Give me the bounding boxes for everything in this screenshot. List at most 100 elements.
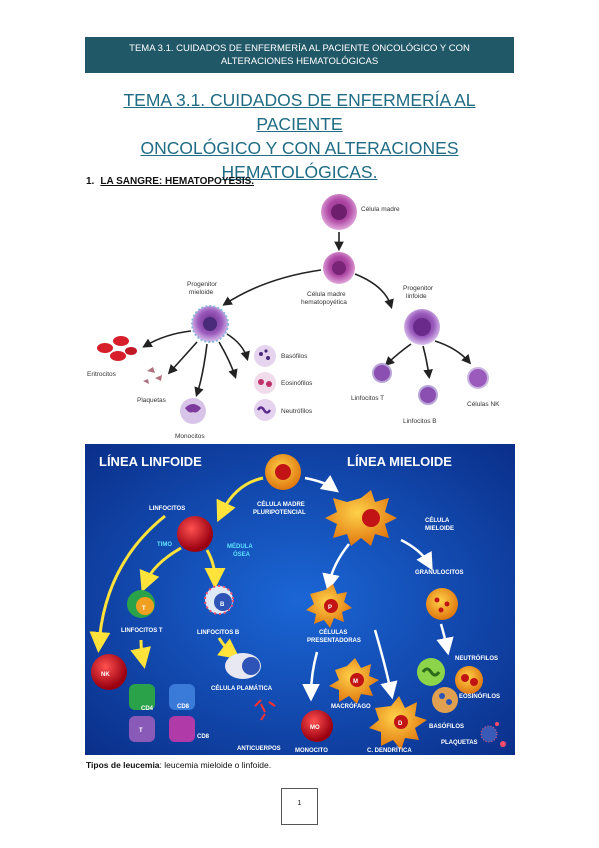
cell-lines-diagram: LÍNEA LINFOIDE LÍNEA MIELOIDE CÉLULA MAD… <box>85 444 515 755</box>
dendritic-cell-nucleus <box>394 715 408 729</box>
basophil <box>254 345 276 367</box>
arrow <box>422 345 433 380</box>
label-eosinofilos: Eosinófilos <box>281 380 313 387</box>
label-celula-plasmatica: CÉLULA PLAMÁTICA <box>211 684 273 692</box>
stem-cell-nucleus <box>331 204 347 220</box>
label-celula-madre: Célula madre <box>361 206 400 213</box>
label-neutrofilos: Neutrófilos <box>281 408 313 415</box>
title-line-2: ONCOLÓGICO Y CON ALTERACIONES <box>140 138 459 158</box>
label-medula-1: MÉDULA <box>227 542 253 550</box>
label-b: B <box>220 602 225 608</box>
arrow <box>222 269 322 306</box>
lymphoid-nucleus <box>413 318 431 336</box>
label-prog-linfoide-2: linfoide <box>406 293 427 300</box>
title-line-1: TEMA 3.1. CUIDADOS DE ENFERMERÍA AL PACI… <box>123 90 476 134</box>
label-cel-presentadoras-1: CÉLULAS <box>319 628 347 636</box>
monocyte <box>301 710 333 742</box>
label-p: P <box>328 605 332 611</box>
presenting-cell-nucleus <box>324 599 338 613</box>
label-prog-linfoide-1: Progenitor <box>403 285 434 292</box>
myeloid-nucleus <box>203 317 217 331</box>
platelets <box>480 722 506 747</box>
arrow <box>194 343 208 398</box>
arrow <box>142 330 192 348</box>
running-header: TEMA 3.1. CUIDADOS DE ENFERMERÍA AL PACI… <box>85 37 514 73</box>
cd8-cell <box>169 684 195 710</box>
basophil <box>432 687 458 713</box>
arrow <box>302 651 320 702</box>
arrow <box>226 333 250 362</box>
arrow <box>217 637 241 660</box>
page-number: 1 <box>281 788 318 825</box>
label-cm-hemato-1: Célula madre <box>307 291 346 298</box>
label-celulas-nk: Células NK <box>467 401 500 408</box>
label-t-cell: T <box>139 728 143 734</box>
arrow <box>218 341 238 380</box>
myeloid-cell-nucleus <box>362 509 380 527</box>
section-heading: 1. LA SANGRE: HEMATOPOYESIS. <box>86 176 254 187</box>
label-mo: MO <box>310 725 320 731</box>
arrow <box>130 639 151 669</box>
caption: Tipos de leucemia: leucemia mieloide o l… <box>86 760 271 770</box>
label-cm-pluri-2: PLURIPOTENCIAL <box>253 510 306 516</box>
caption-label: Tipos de leucemia <box>86 760 160 770</box>
arrow <box>139 546 182 593</box>
arrow <box>384 343 412 367</box>
erythrocyte <box>97 343 113 353</box>
label-linfocitos-b: LINFOCITOS B <box>197 630 240 636</box>
lymphocyte <box>177 516 213 552</box>
b-lymphocyte-nucleus <box>214 593 232 611</box>
arrow <box>204 549 226 589</box>
arrow <box>322 543 350 592</box>
label-timo: TIMO <box>157 542 172 548</box>
arrow <box>167 341 198 375</box>
label-d: D <box>398 721 403 727</box>
label-granulocitos: GRANULOCITOS <box>415 570 464 576</box>
label-linfocitos-b: Linfocitos B <box>403 418 437 425</box>
section-number: 1. <box>86 176 95 187</box>
t-lymphocyte-nucleus <box>136 597 154 615</box>
erythrocyte <box>113 336 129 346</box>
document-title: TEMA 3.1. CUIDADOS DE ENFERMERÍA AL PACI… <box>85 88 514 184</box>
label-eritrocitos: Eritrocitos <box>87 371 117 378</box>
erythrocyte <box>125 347 137 355</box>
label-c-dendritica: C. DENDRÍTICA <box>367 746 412 754</box>
eosinophil <box>455 666 483 694</box>
arrow <box>89 514 166 653</box>
myeloid-cell <box>325 490 397 546</box>
section-title: LA SANGRE: HEMATOPOYESIS. <box>100 176 255 187</box>
label-cd4-cd8: CD8 <box>197 734 210 740</box>
arrow <box>354 273 394 310</box>
arrow <box>373 629 398 700</box>
cd4-cell <box>129 684 155 710</box>
label-cd8: CD8 <box>177 704 190 710</box>
label-basofilos: BASÓFILOS <box>429 722 464 730</box>
label-monocitos: Monocitos <box>175 433 205 440</box>
label-linfocitos-t: Linfocitos T <box>351 395 384 402</box>
label-cd4: CD4 <box>141 706 154 712</box>
arrow <box>216 476 264 523</box>
eosinophil <box>254 372 276 394</box>
nk-cell <box>467 367 489 389</box>
arrow <box>304 475 340 493</box>
hematopoietic-nucleus <box>332 261 346 275</box>
label-macrofago: MACRÓFAGO <box>331 702 371 710</box>
arrow <box>436 623 454 656</box>
running-header-line-2: ALTERACIONES HEMATOLÓGICAS <box>220 56 379 67</box>
label-prog-mieloide-1: Progenitor <box>187 281 218 288</box>
label-eosinofilos: EOSINÓFILOS <box>459 692 500 700</box>
label-linea-mieloide: LÍNEA MIELOIDE <box>347 454 452 469</box>
pluripotent-nucleus <box>275 464 291 480</box>
plasma-cell-nucleus <box>242 657 260 675</box>
t-cell <box>129 716 155 742</box>
caption-text: : leucemia mieloide o linfoide. <box>159 760 272 770</box>
t-lymphocyte <box>372 363 392 383</box>
label-linea-linfoide: LÍNEA LINFOIDE <box>99 454 202 469</box>
label-nk: NK <box>101 672 110 678</box>
label-cel-presentadoras-2: PRESENTADORAS <box>307 638 361 644</box>
label-celula-mieloide-1: CÉLULA <box>425 516 450 524</box>
label-prog-mieloide-2: mieloide <box>189 289 214 296</box>
granulocyte <box>426 588 458 620</box>
label-anticuerpos: ANTICUERPOS <box>237 746 281 752</box>
